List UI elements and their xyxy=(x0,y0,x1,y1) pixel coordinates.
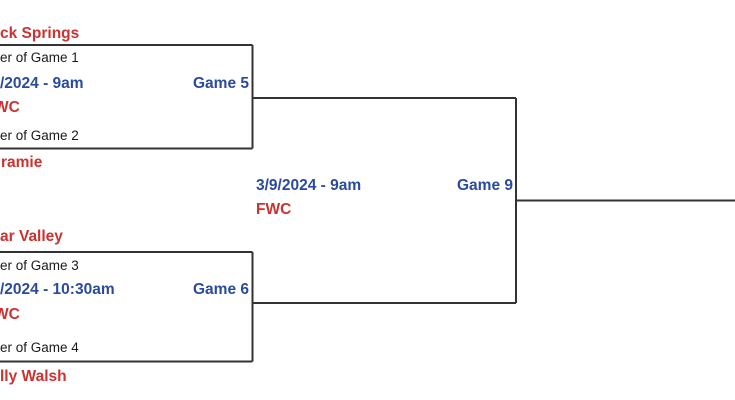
game5-datetime: /2024 - 9am xyxy=(0,75,84,92)
game9-datetime: 3/9/2024 - 9am xyxy=(256,177,362,194)
game5-bracket-lines xyxy=(0,44,516,150)
team-name-bottom-game6: lly Walsh xyxy=(0,368,67,385)
team-name-top-game6: ar Valley xyxy=(0,228,63,245)
game5-label: Game 5 xyxy=(192,75,249,92)
game5-site: WC xyxy=(0,99,20,116)
game9-label: Game 9 xyxy=(456,177,513,194)
game6-datetime: /2024 - 10:30am xyxy=(0,281,115,298)
winner-slot-game4: er of Game 4 xyxy=(0,340,79,355)
winner-slot-game2: er of Game 2 xyxy=(0,128,79,143)
winner-slot-game3: er of Game 3 xyxy=(0,258,79,273)
game9-bracket-lines xyxy=(515,98,735,303)
game6-site: WC xyxy=(0,306,20,323)
team-name-top-game5: ck Springs xyxy=(0,25,80,42)
winner-slot-game1: er of Game 1 xyxy=(0,50,79,65)
game6-bracket-lines xyxy=(0,251,516,363)
team-name-bottom-game5: ramie xyxy=(1,154,43,171)
game9-site: FWC xyxy=(256,201,292,218)
game6-label: Game 6 xyxy=(192,281,249,298)
